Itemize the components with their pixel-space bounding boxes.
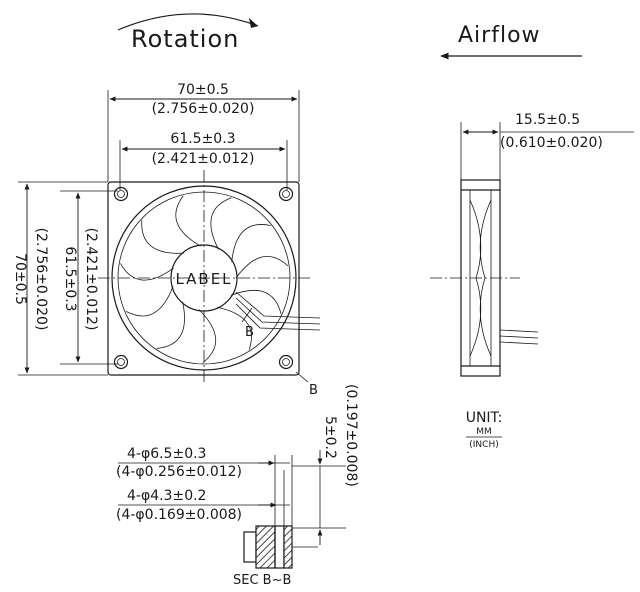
height-in: (2.756±0.020): [33, 228, 49, 331]
fan-frame: [107, 181, 300, 376]
mounting-hole-tr: [278, 186, 294, 202]
rotation-label: Rotation: [131, 25, 239, 53]
fan-front-view: LABEL B B: [98, 170, 321, 398]
top-dimensions: 70±0.5 (2.756±0.020) 61.5±0.3 (2.421±0.0…: [107, 82, 300, 190]
mounting-hole-br: [278, 354, 294, 370]
vhole-spacing-mm: 61.5±0.3: [62, 246, 78, 311]
hole-inner-mm: 4-φ4.3±0.2: [127, 488, 206, 504]
airflow-label: Airflow: [458, 23, 541, 48]
height-mm: 70±0.5: [12, 253, 28, 305]
depth-mm: 15.5±0.5: [515, 112, 580, 128]
hole-spacing-mm: 61.5±0.3: [170, 131, 235, 147]
hole-outer-in: (4-φ0.256±0.012): [116, 464, 242, 480]
unit-title: UNIT:: [466, 410, 503, 426]
side-view: 15.5±0.5 (0.610±0.020): [430, 112, 634, 377]
width-in: (2.756±0.020): [152, 101, 255, 117]
unit-mm: MM: [476, 427, 492, 437]
vhole-spacing-in: (2.421±0.012): [83, 228, 99, 331]
width-mm: 70±0.5: [177, 82, 229, 98]
hole-inner-in: (4-φ0.169±0.008): [116, 507, 242, 523]
hole-outer-mm: 4-φ6.5±0.3: [127, 446, 206, 462]
section-marker-b-upper: B: [245, 325, 254, 340]
mounting-hole-bl: [113, 354, 129, 370]
flange-in: (0.197±0.008): [343, 384, 359, 487]
section-marker-b-lower: B: [309, 383, 318, 398]
fan-blades: [120, 195, 289, 364]
side-wires: [499, 329, 539, 345]
section-hatch-right: [283, 525, 293, 569]
hole-spacing-in: (2.421±0.012): [152, 151, 255, 167]
hub-label: LABEL: [175, 270, 232, 288]
left-dimensions: 70±0.5 (2.756±0.020) 61.5±0.3 (2.421±0.0…: [12, 181, 118, 376]
mounting-hole-tl: [113, 186, 129, 202]
flange-mm: 5±0.2: [322, 416, 338, 459]
section-title: SEC B~B: [233, 573, 291, 588]
section-bb: 4-φ6.5±0.3 (4-φ0.256±0.012) 4-φ4.3±0.2 (…: [116, 384, 359, 588]
section-hatch-left: [255, 525, 276, 569]
fan-wires: [235, 291, 321, 331]
unit-legend: UNIT: MM (INCH): [466, 410, 503, 450]
depth-in: (0.610±0.020): [500, 135, 603, 151]
unit-inch: (INCH): [469, 440, 498, 450]
rotation-arc: [117, 13, 259, 31]
rotation-arrowhead: [249, 18, 258, 28]
